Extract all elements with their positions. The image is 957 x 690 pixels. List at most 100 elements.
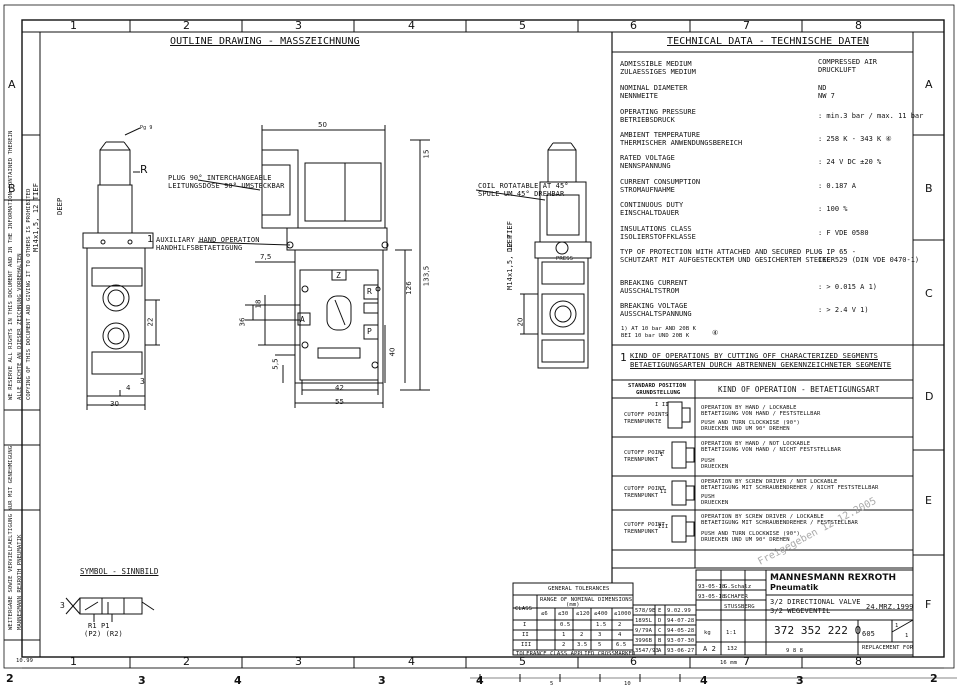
thread-label-left: M14x1,5, 12 TIEF	[32, 182, 40, 252]
grid-row-a: A	[925, 78, 933, 91]
margin-note-5: MANNESMANN REXROTH PNEUMATIK	[17, 534, 23, 630]
grid-col-2: 2	[183, 19, 190, 32]
margin-note-4: WEITERGABE SOWIE VERVIELFAELTIGUNG NUR M…	[8, 445, 14, 630]
checked-by: SCHAFER	[724, 594, 748, 600]
rev-no: 9/79A	[635, 628, 653, 634]
dim-18: 18	[254, 299, 263, 309]
plug-note-de: LEITUNGSDOSE 90° UMSTECKBAR	[168, 182, 285, 190]
grid-col-5: 5	[519, 19, 526, 32]
rev-date: 93-06-27	[667, 648, 695, 654]
coil-note-en: COIL ROTATABLE AT 45°	[478, 182, 569, 190]
grid-col-3: 3	[295, 19, 302, 32]
operation-line-4: DRUECKEN UND UM 90° DREHEN	[701, 426, 790, 432]
spec-label-de: NENNSPANNUNG	[620, 162, 671, 170]
grid-col-4-bottom: 4	[408, 655, 415, 668]
spec-value: ND	[818, 84, 827, 92]
rev-code: D	[658, 618, 662, 624]
operation-line-2: BETAETIGUNG VON HAND / NICHT FESTSTELLBA…	[701, 447, 841, 453]
rev-no: 578/9E	[635, 608, 656, 614]
operations-number: 1	[620, 351, 627, 364]
symbol-circ: 3	[60, 601, 65, 610]
date-drawn: 93-05-18	[698, 584, 726, 590]
spec-label-de: ISOLIERSTOFFKLASSE	[620, 233, 696, 241]
cutoff-label-de: TRENNPUNKT	[624, 457, 659, 463]
cutoff-label-de: TRENNPUNKT	[624, 493, 659, 499]
rev-date: 93-07-30	[667, 638, 695, 644]
col-kind-of-operation: KIND OF OPERATION - BETAETIGUNGSART	[718, 385, 880, 394]
spec-label-de: EINSCHALTDAUER	[620, 209, 680, 217]
port-a-label: A	[300, 315, 305, 324]
spec-label-de: SCHUTZART MIT AUFGESTECKTEM UND GESICHER…	[620, 256, 835, 264]
cutoff-label-en: CUTOFF POINT	[624, 450, 665, 456]
rev-number: 132	[727, 646, 738, 652]
grid-col-6-bottom: 6	[630, 655, 637, 668]
operations-title-en: KIND OF OPERATIONS BY CUTTING OFF CHARAC…	[630, 351, 878, 360]
ruler-num: 4	[234, 674, 242, 687]
replacement-label: REPLACEMENT FOR	[862, 645, 914, 651]
rev-no: 3547/93	[635, 648, 659, 654]
tol-header: ≤30	[558, 611, 569, 617]
tol-title: GENERAL TOLERANCES	[548, 586, 610, 592]
port-z-label: Z	[336, 271, 341, 280]
spec-label-de: BETRIEBSDRUCK	[620, 116, 675, 124]
operation-line-1: OPERATION BY HAND / NOT LOCKABLE	[701, 441, 811, 447]
spec-value: : F VDE 0580	[818, 229, 869, 237]
tech-footnote-2: BEI 10 bar UND 20B K	[621, 333, 690, 339]
spec-value: : IP 65 -	[818, 248, 856, 256]
rev-date: 9.02.99	[667, 608, 691, 614]
cutoff-label-en: CUTOFF POINTS	[624, 412, 669, 418]
code-doc: 605	[862, 630, 875, 638]
symbol-ports-1: R1 P1	[88, 622, 110, 630]
dim-133-5: 133,5	[422, 265, 431, 287]
operations-title-de: BETAETIGUNGSARTEN DURCH ABTRENNEN GEKENN…	[630, 360, 892, 369]
spec-value: : > 2.4 V 1)	[818, 306, 869, 314]
circ-3-label: 3	[140, 377, 145, 386]
ruler-num: 2	[930, 672, 938, 685]
sheet-of: 1	[905, 633, 909, 639]
cutoff-label-en: CUTOFF POINT	[624, 522, 665, 528]
company-division: Pneumatik	[770, 583, 819, 592]
spec-label: OPERATING PRESSURE	[620, 108, 696, 116]
std-by: STUSSBERG	[724, 604, 755, 610]
port-r-label: R	[367, 287, 372, 296]
drawn-by: G.Schalz	[724, 584, 752, 590]
r-label: R	[140, 163, 148, 176]
cutoff-mark: III	[658, 524, 669, 530]
dim-42: 42	[335, 384, 345, 392]
operation-line-4: DRUECKEN	[701, 464, 729, 470]
col-standard-position: STANDARD POSITION	[628, 383, 686, 389]
grid-col-1-bottom: 1	[70, 655, 77, 668]
spec-label: CURRENT CONSUMPTION	[620, 178, 701, 186]
company-name: MANNESMANN REXROTH	[770, 573, 897, 583]
operation-line-3: PUSH AND TURN CLOCKWISE (90°)	[701, 531, 800, 537]
spec-value-2: NW 7	[818, 92, 835, 100]
operation-line-1: OPERATION BY SCREW DRIVER / LOCKABLE	[701, 514, 824, 520]
grid-col-6: 6	[630, 19, 637, 32]
col-grundstellung: GRUNDSTELLUNG	[636, 390, 681, 396]
spec-value-2: IEC 529 (DIN VDE 0470-1)	[818, 256, 920, 264]
tol-cell: 2	[562, 642, 566, 648]
deep-label-right: DEEP	[506, 234, 514, 252]
release-date: 24.MRZ.1999	[866, 603, 914, 611]
operation-line-2: BETAETIGUNG VON HAND / FESTSTELLBAR	[701, 411, 821, 417]
tol-cell: 1	[562, 632, 566, 638]
spec-label: AMBIENT TEMPERATURE	[620, 131, 701, 139]
operation-line-1: OPERATION BY SCREW DRIVER / NOT LOCKABLE	[701, 479, 838, 485]
symbol-ports-2: (P2) (R2)	[84, 630, 123, 638]
rev-code: B	[658, 638, 662, 644]
grid-row-f: F	[925, 598, 932, 611]
spec-value: : 258 K - 343 K ④	[818, 135, 892, 143]
operation-line-2: BETAETIGUNG MIT SCHRAUBENDREHER / FESTST…	[701, 520, 858, 526]
dim-7-5: 7,5	[260, 253, 272, 261]
spec-value: : 100 %	[818, 205, 848, 213]
tol-header: ≤6	[541, 611, 548, 617]
spec-label: RATED VOLTAGE	[620, 154, 675, 162]
cutoff-mark: I	[660, 452, 664, 458]
grid-row-c: C	[925, 287, 933, 300]
tol-unit: (mm)	[566, 602, 580, 608]
grid-col-5-bottom: 5	[519, 655, 526, 668]
date-checked: 93-05-18	[698, 594, 726, 600]
spec-label-de: AUSSCHALTSPANNUNG	[620, 310, 692, 318]
dim-4: 4	[126, 384, 131, 392]
dim-40: 40	[388, 347, 397, 357]
